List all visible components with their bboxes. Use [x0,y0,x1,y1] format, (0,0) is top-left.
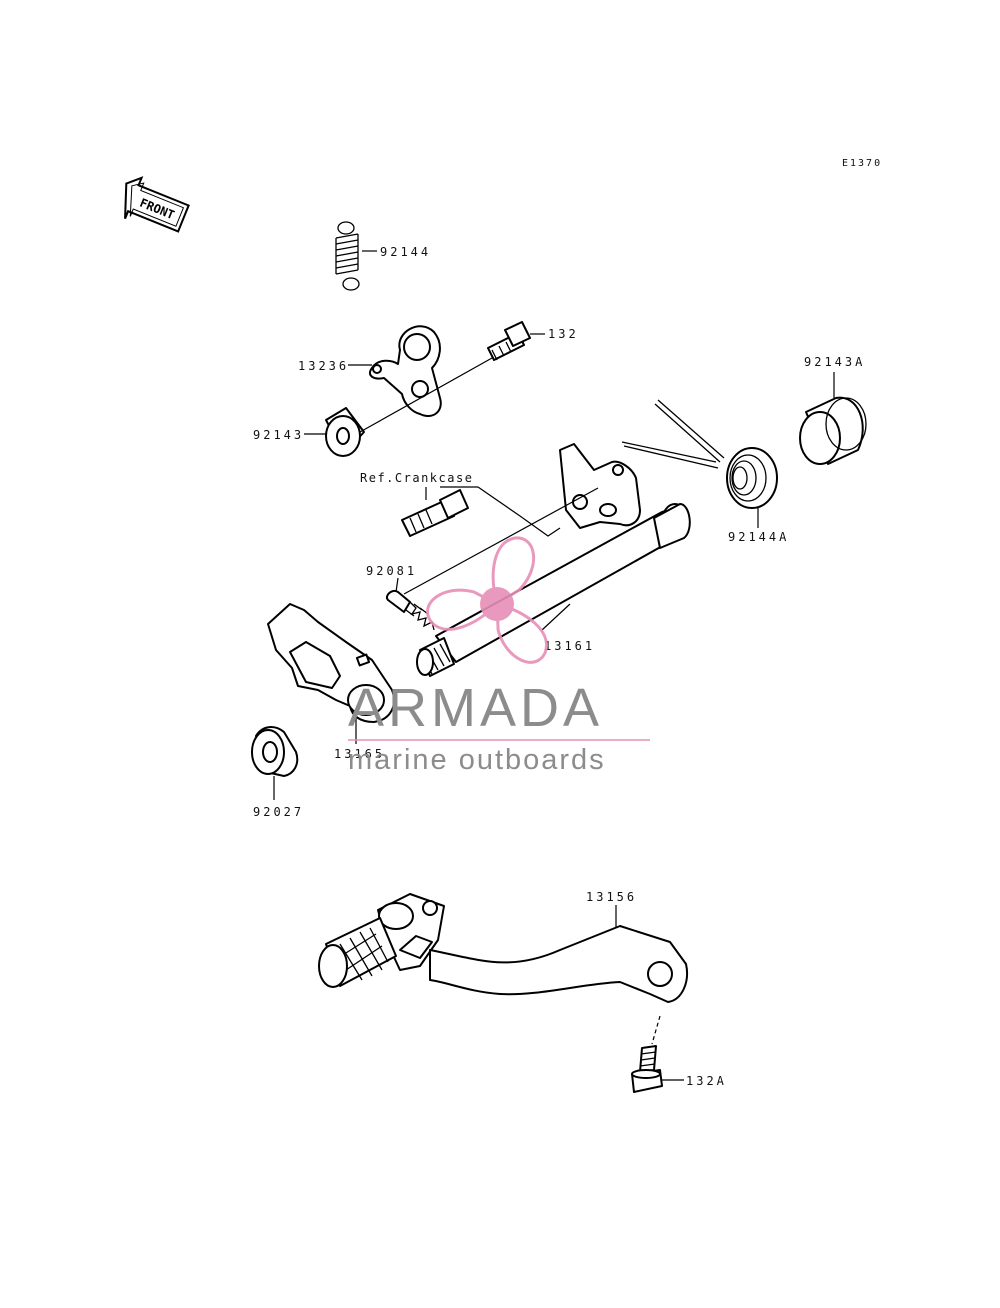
label-132: 132 [548,327,579,341]
label-92143A: 92143A [804,355,865,369]
bushing-92143A [799,396,867,465]
front-arrow-icon: FRONT [124,176,190,233]
washer-92027 [251,726,299,777]
label-92027: 92027 [253,805,304,819]
label-92144: 92144 [380,245,431,259]
label-13156: 13156 [586,890,637,904]
label-92081: 92081 [366,564,417,578]
diagram-code: E1370 [842,158,882,169]
bolt-132A [631,1045,663,1093]
lever-13236 [368,325,442,417]
label-92143: 92143 [253,428,304,442]
collar-92143 [325,407,365,457]
spring-92081 [386,590,435,631]
crankcase-pin [401,489,469,537]
label-ref-crankcase: Ref.Crankcase [360,471,473,485]
label-92144A: 92144A [728,530,789,544]
label-13236: 13236 [298,359,349,373]
bolt-132 [487,321,531,361]
watermark-brand: ARMADA [348,678,603,738]
watermark-tagline: marine outboards [348,744,606,776]
watermark-logo-icon [426,536,548,664]
label-132A: 132A [686,1074,727,1088]
label-13165: 13165 [334,747,385,761]
label-13161: 13161 [544,639,595,653]
spring-92144 [335,221,360,291]
spring-92144A [621,399,778,509]
plate-13165 [267,603,395,723]
pedal-13156 [318,893,688,1003]
